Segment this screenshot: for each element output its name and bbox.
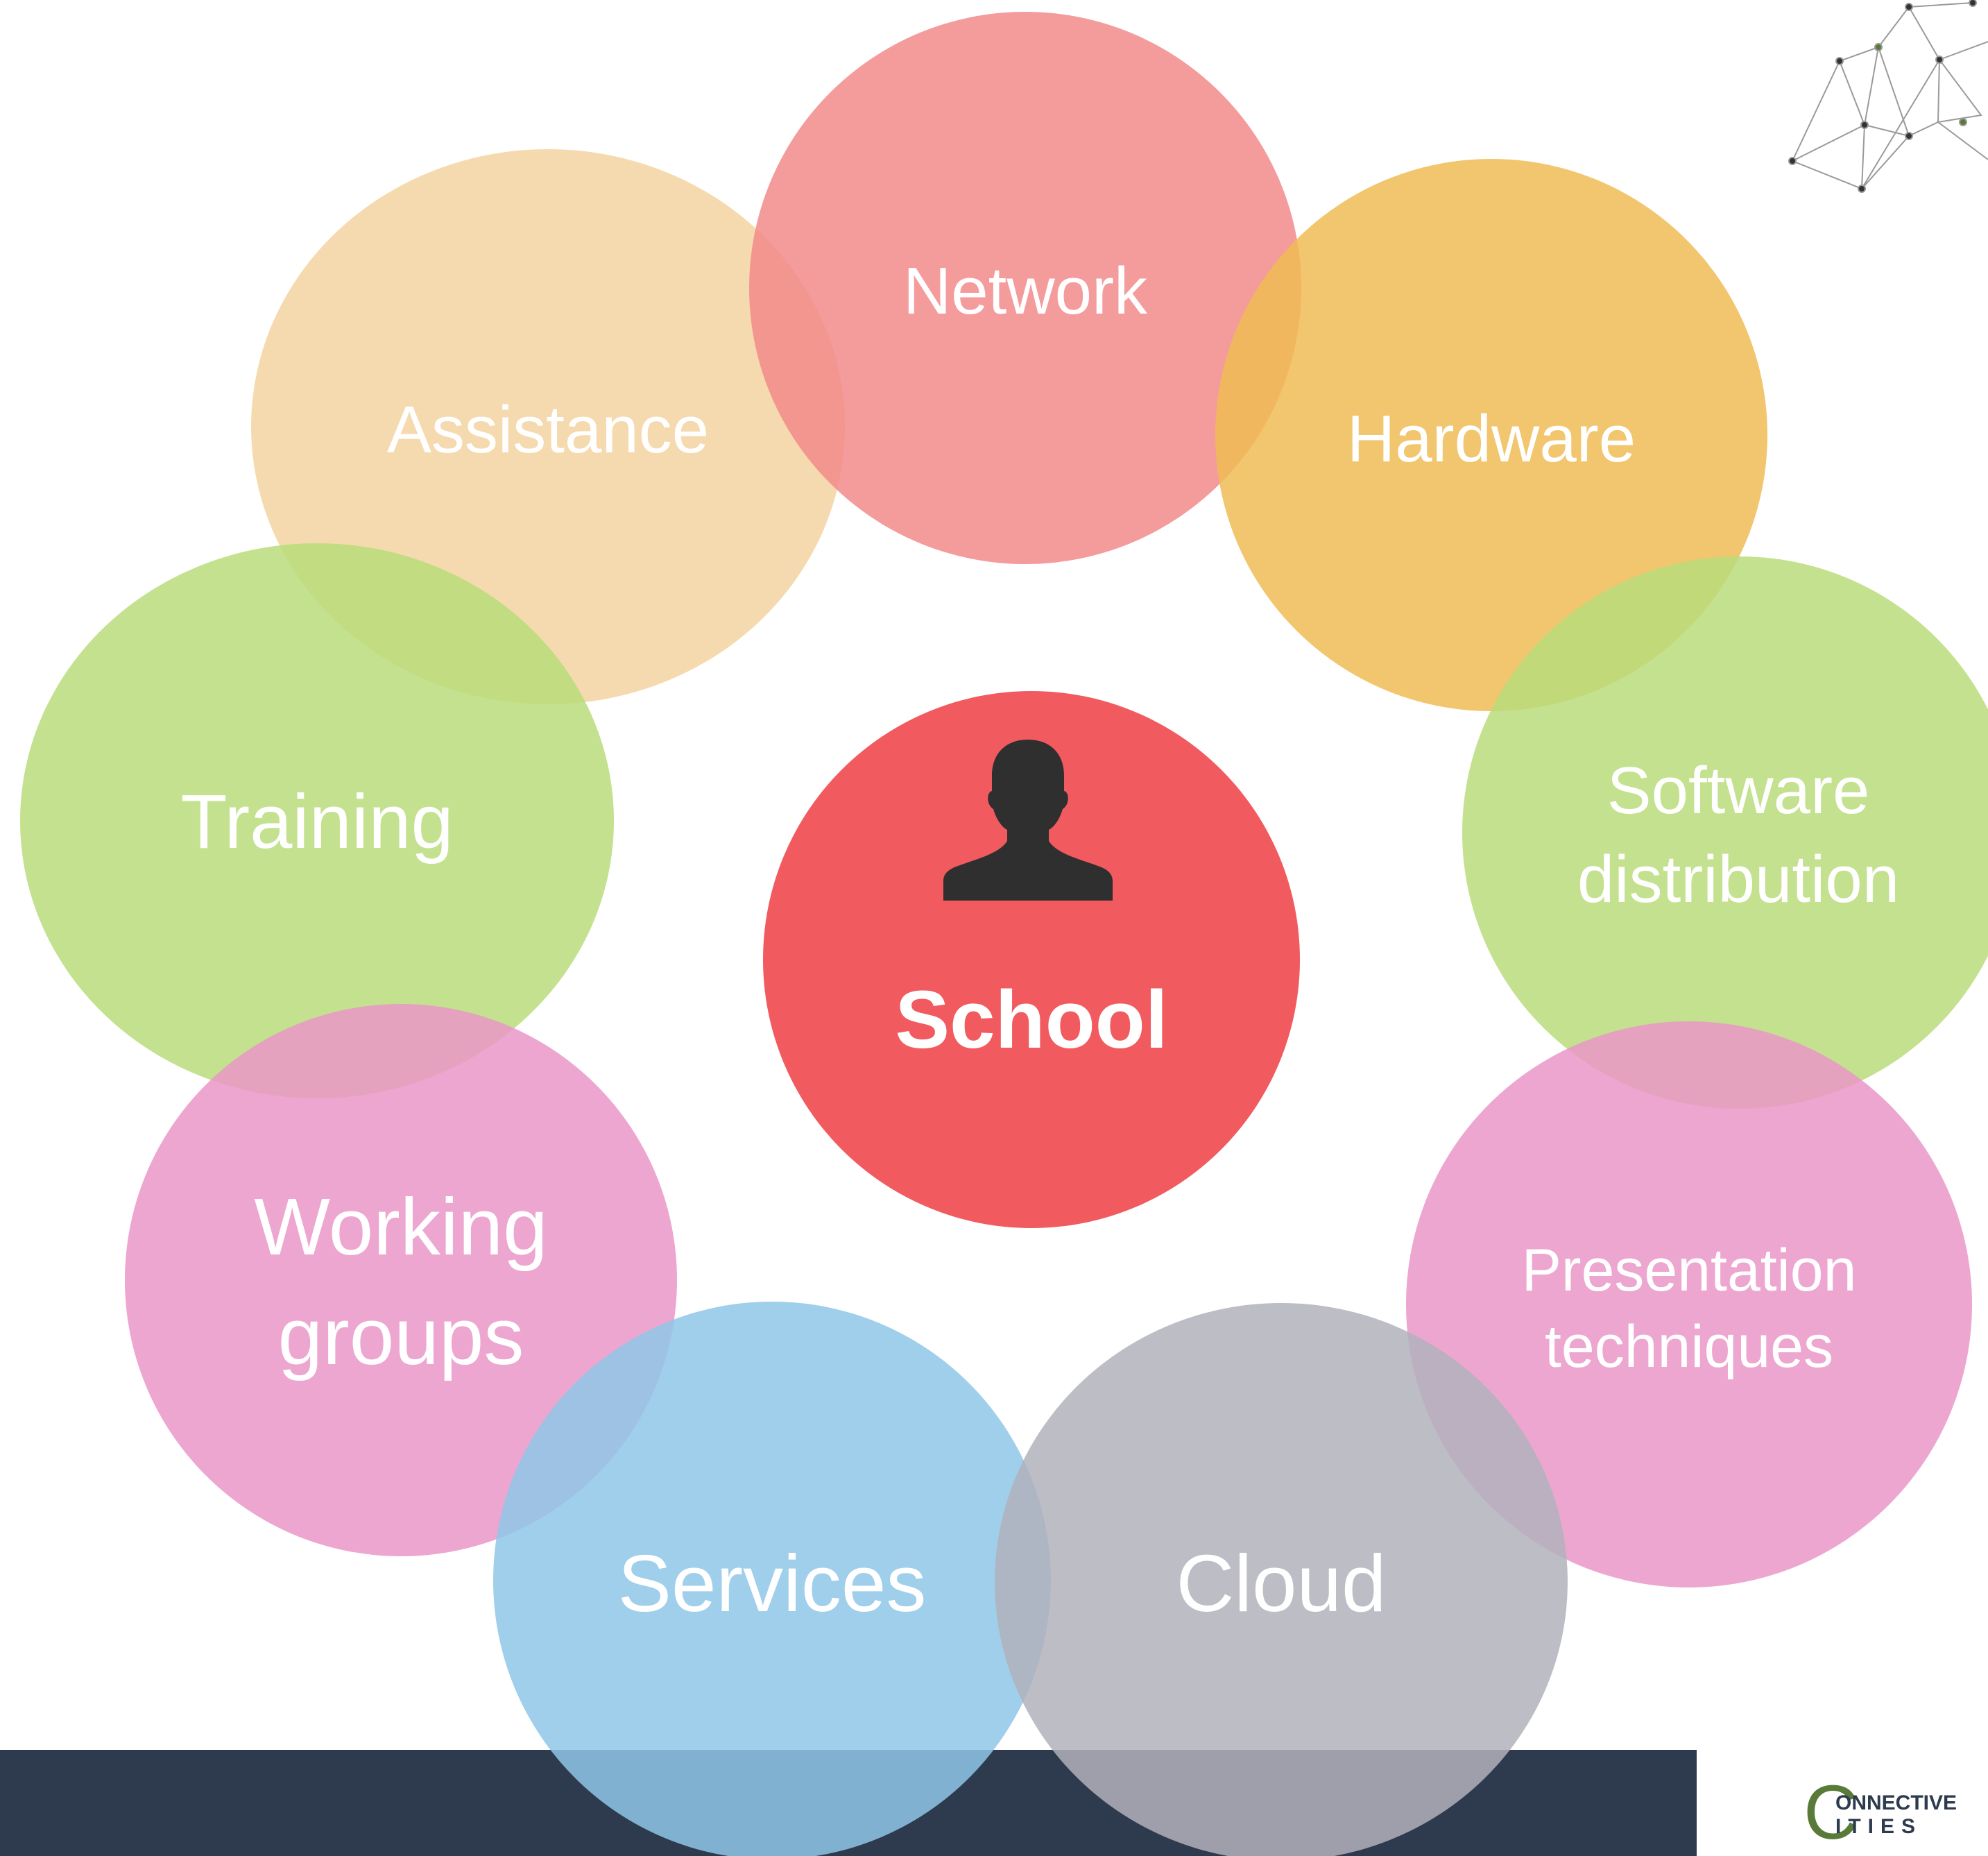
bubble-network xyxy=(749,12,1301,564)
ring-group xyxy=(20,12,1988,1856)
label-assistance: Assistance xyxy=(387,393,709,467)
logo-line1: ONNECTIVE xyxy=(1835,1791,1957,1814)
label-working-groups: Working groups xyxy=(254,1182,547,1381)
bubble-hardware xyxy=(1215,159,1767,711)
logo-mark: C xyxy=(1803,1770,1858,1855)
label-training: Training xyxy=(180,779,453,865)
connective-cities-logo: C ONNECTIVE ITIES xyxy=(1803,1770,1957,1855)
bubble-cloud xyxy=(995,1303,1568,1856)
label-network: Network xyxy=(903,254,1148,328)
person-silhouette-icon xyxy=(943,740,1113,901)
center-label: School xyxy=(895,974,1167,1066)
logo-line2: ITIES xyxy=(1835,1815,1922,1838)
label-cloud: Cloud xyxy=(1176,1538,1386,1628)
label-line: groups xyxy=(278,1291,524,1381)
label-line: techniques xyxy=(1545,1313,1833,1380)
label-line: distribution xyxy=(1577,842,1899,917)
label-services: Services xyxy=(618,1538,927,1628)
label-software-distribution: Software distribution xyxy=(1577,754,1899,917)
bubble-presentation-techniques xyxy=(1406,1021,1972,1587)
label-line: Software xyxy=(1607,754,1870,828)
bubble-working-groups xyxy=(125,1004,677,1556)
label-line: Working xyxy=(254,1182,547,1272)
label-line: Presentation xyxy=(1522,1237,1857,1304)
network-graph-icon xyxy=(1788,0,1988,193)
bubble-services xyxy=(493,1302,1051,1856)
label-presentation-techniques: Presentation techniques xyxy=(1522,1237,1857,1380)
bubble-software-distribution xyxy=(1462,556,1988,1109)
label-hardware: Hardware xyxy=(1347,402,1636,476)
center-circle xyxy=(763,691,1300,1228)
bubble-training xyxy=(20,543,614,1098)
